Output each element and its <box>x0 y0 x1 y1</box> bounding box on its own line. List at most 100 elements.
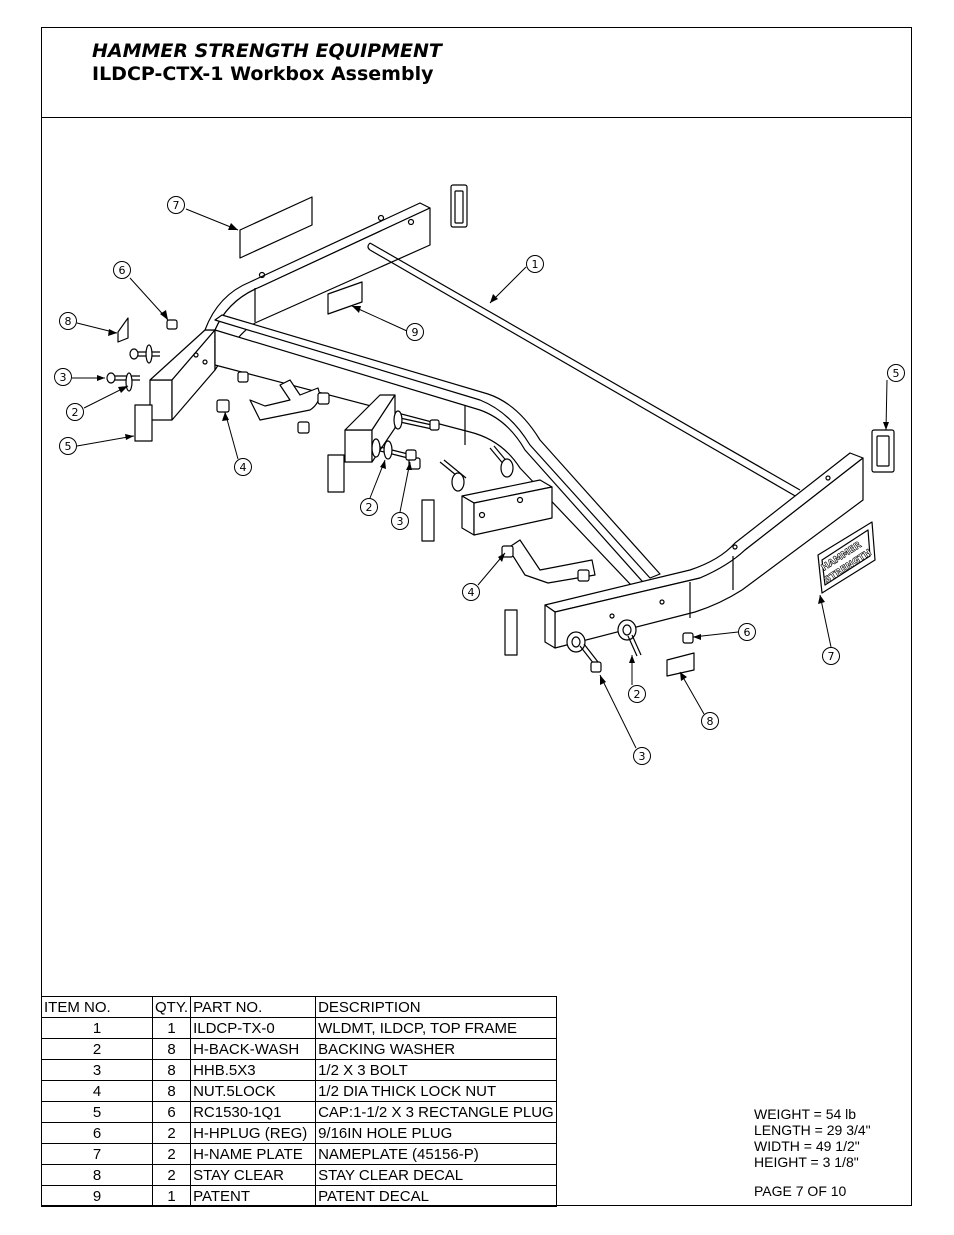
clip-lower <box>507 539 596 584</box>
callout-5-right: 5 <box>887 364 905 382</box>
decals <box>117 196 695 677</box>
item-no-cell: 3 <box>41 1059 153 1081</box>
item-no-cell: 2 <box>41 1038 153 1060</box>
col-item-no: ITEM NO. <box>41 996 153 1018</box>
qty-cell: 2 <box>151 1164 192 1186</box>
callout-number: 3 <box>397 515 404 528</box>
part-no-cell: STAY CLEAR <box>190 1164 317 1186</box>
item-no-cell: 6 <box>41 1122 153 1144</box>
callout-number: 7 <box>828 650 835 663</box>
callout-7-right: 7 <box>822 647 840 665</box>
description-cell: 1/2 X 3 BOLT <box>315 1059 558 1081</box>
callout-number: 2 <box>366 501 373 514</box>
spec-weight: WEIGHT = 54 lb <box>754 1106 857 1122</box>
callout-9: 9 <box>406 323 424 341</box>
part-no-cell: H-BACK-WASH <box>190 1038 317 1060</box>
table-row: 8 2 STAY CLEAR STAY CLEAR DECAL <box>41 1164 558 1186</box>
callout-number: 5 <box>65 440 72 453</box>
description-cell: BACKING WASHER <box>315 1038 558 1060</box>
callout-2-left: 2 <box>66 403 84 421</box>
description-cell: 1/2 DIA THICK LOCK NUT <box>315 1080 558 1102</box>
frame-rod <box>367 242 801 498</box>
table-row: 3 8 HHB.5X3 1/2 X 3 BOLT <box>41 1059 558 1081</box>
description-cell: CAP:1-1/2 X 3 RECTANGLE PLUG <box>315 1101 558 1123</box>
page-number: PAGE 7 OF 10 <box>754 1183 847 1199</box>
description-cell: 9/16IN HOLE PLUG <box>315 1122 558 1144</box>
callout-number: 7 <box>173 199 180 212</box>
callout-5-left: 5 <box>59 437 77 455</box>
part-no-cell: H-HPLUG (REG) <box>190 1122 317 1144</box>
callout-number: 3 <box>60 371 67 384</box>
callout-number: 6 <box>119 264 126 277</box>
callout-3-middle: 3 <box>391 512 409 530</box>
title-block: HAMMER STRENGTH EQUIPMENT ILDCP-CTX-1 Wo… <box>42 28 911 118</box>
qty-cell: 8 <box>151 1059 192 1081</box>
table-row: 2 8 H-BACK-WASH BACKING WASHER <box>41 1038 558 1060</box>
hardware <box>106 319 694 673</box>
table-row: 9 1 PATENT PATENT DECAL <box>41 1185 558 1207</box>
part-no-cell: RC1530-1Q1 <box>190 1101 317 1123</box>
part-no-cell: NUT.5LOCK <box>190 1080 317 1102</box>
part-no-cell: ILDCP-TX-0 <box>190 1017 317 1039</box>
nameplate-right <box>817 521 876 594</box>
callout-3-right: 3 <box>633 747 651 765</box>
assembly-specs: WEIGHT = 54 lb LENGTH = 29 3/4" WIDTH = … <box>754 1106 871 1170</box>
table-row: 1 1 ILDCP-TX-0 WLDMT, ILDCP, TOP FRAME <box>41 1017 558 1039</box>
part-no-cell: HHB.5X3 <box>190 1059 317 1081</box>
item-no-cell: 1 <box>41 1017 153 1039</box>
spec-length: LENGTH = 29 3/4" <box>754 1122 871 1138</box>
spec-height: HEIGHT = 3 1/8" <box>754 1154 859 1170</box>
callout-1: 1 <box>526 255 544 273</box>
col-description: DESCRIPTION <box>315 996 558 1018</box>
spec-width: WIDTH = 49 1/2" <box>754 1138 860 1154</box>
callout-7-top: 7 <box>167 196 185 214</box>
callout-number: 8 <box>65 315 72 328</box>
qty-cell: 8 <box>151 1080 192 1102</box>
description-cell: NAMEPLATE (45156-P) <box>315 1143 558 1165</box>
qty-cell: 2 <box>151 1122 192 1144</box>
callout-number: 9 <box>412 326 419 339</box>
callout-6-left: 6 <box>113 261 131 279</box>
description-cell: PATENT DECAL <box>315 1185 558 1207</box>
company-name: HAMMER STRENGTH EQUIPMENT <box>92 40 442 62</box>
lower-bracket <box>461 479 553 536</box>
item-no-cell: 7 <box>41 1143 153 1165</box>
col-qty: QTY. <box>151 996 192 1018</box>
callout-number: 2 <box>72 406 79 419</box>
description-cell: STAY CLEAR DECAL <box>315 1164 558 1186</box>
qty-cell: 8 <box>151 1038 192 1060</box>
table-row: 4 8 NUT.5LOCK 1/2 DIA THICK LOCK NUT <box>41 1080 558 1102</box>
table-row: 7 2 H-NAME PLATE NAMEPLATE (45156-P) <box>41 1143 558 1165</box>
callout-2-middle: 2 <box>360 498 378 516</box>
callout-number: 6 <box>744 626 751 639</box>
callout-number: 3 <box>639 750 646 763</box>
item-no-cell: 8 <box>41 1164 153 1186</box>
callout-number: 2 <box>634 688 641 701</box>
balloon-callouts: 7 6 8 3 2 5 4 9 1 2 3 4 5 6 7 2 8 3 <box>54 196 905 765</box>
item-no-cell: 5 <box>41 1101 153 1123</box>
callout-8-left: 8 <box>59 312 77 330</box>
bill-of-materials-table: ITEM NO. QTY. PART NO. DESCRIPTION 1 1 I… <box>41 996 558 1207</box>
callout-8-right: 8 <box>701 712 719 730</box>
leader-arrowheads <box>97 223 889 685</box>
part-no-cell: PATENT <box>190 1185 317 1207</box>
callout-number: 8 <box>707 715 714 728</box>
description-cell: WLDMT, ILDCP, TOP FRAME <box>315 1017 558 1039</box>
callout-2-right: 2 <box>628 685 646 703</box>
callout-4-left: 4 <box>234 458 252 476</box>
frame-front-rail <box>214 314 661 606</box>
qty-cell: 2 <box>151 1143 192 1165</box>
callout-number: 5 <box>893 367 900 380</box>
rectangle-plugs <box>134 184 895 656</box>
qty-cell: 6 <box>151 1101 192 1123</box>
table-header-row: ITEM NO. QTY. PART NO. DESCRIPTION <box>41 996 558 1018</box>
item-no-cell: 9 <box>41 1185 153 1207</box>
col-part-no: PART NO. <box>190 996 317 1018</box>
item-no-cell: 4 <box>41 1080 153 1102</box>
frame-left-end <box>149 329 216 421</box>
callout-6-right: 6 <box>738 623 756 641</box>
frame-right-end <box>544 452 864 649</box>
qty-cell: 1 <box>151 1185 192 1207</box>
